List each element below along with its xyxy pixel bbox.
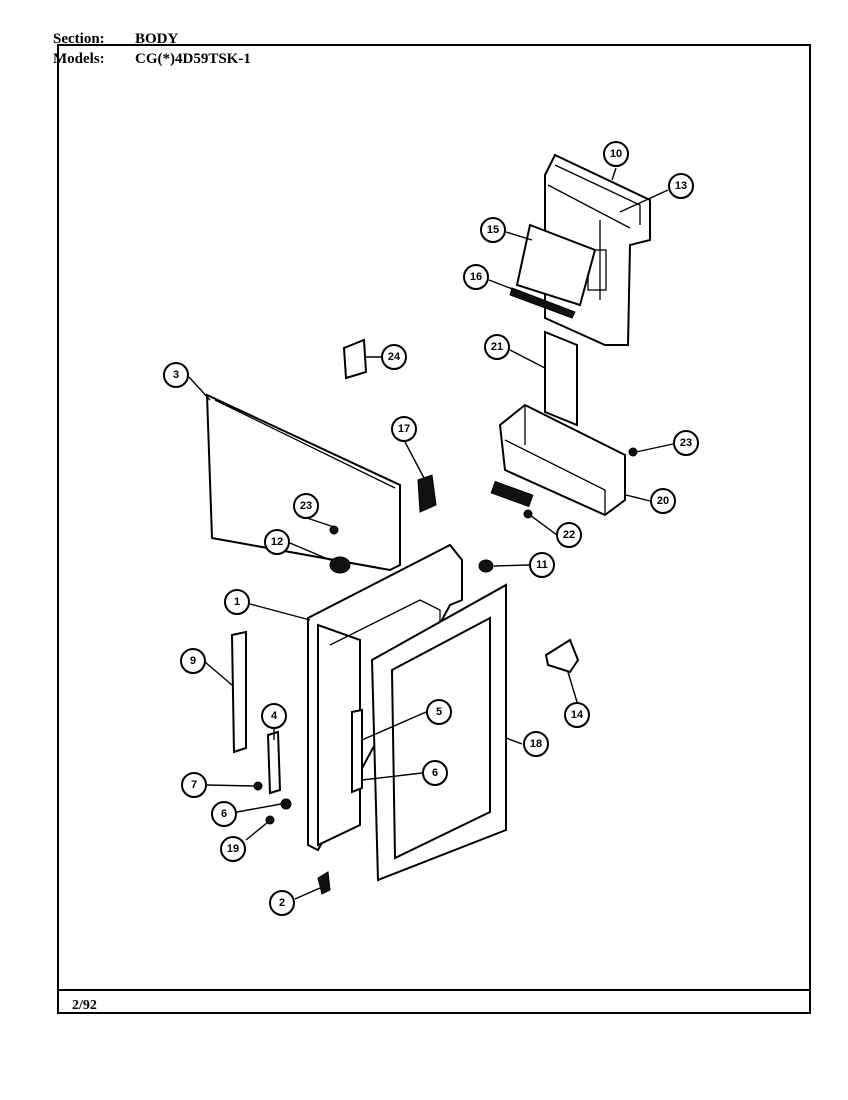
svg-text:21: 21	[491, 341, 503, 353]
callout-14: 14	[564, 702, 590, 728]
hinge-left	[266, 730, 282, 795]
callout-13: 13	[668, 173, 694, 199]
valve-knob	[329, 556, 351, 574]
screw-2	[317, 871, 331, 895]
screw-7	[253, 781, 263, 791]
screw-23b	[329, 525, 339, 535]
svg-text:11: 11	[536, 559, 548, 571]
oven-door	[370, 583, 507, 882]
hinge-strip	[230, 630, 247, 754]
svg-text:13: 13	[675, 180, 687, 192]
callout-12: 12	[264, 529, 290, 555]
callout-6-right: 6	[422, 760, 448, 786]
svg-text:22: 22	[563, 529, 575, 541]
clip-24	[342, 338, 368, 380]
callout-16: 16	[463, 264, 489, 290]
diagram-frame	[57, 44, 811, 1014]
svg-text:14: 14	[571, 709, 584, 721]
screw-22	[523, 509, 533, 519]
svg-text:2: 2	[279, 897, 285, 909]
svg-text:3: 3	[173, 369, 179, 381]
corner-bracket	[544, 638, 580, 674]
vent-channel	[544, 330, 578, 427]
hinge-right	[351, 708, 363, 794]
svg-text:16: 16	[470, 271, 482, 283]
callout-24: 24	[381, 344, 407, 370]
callout-10: 10	[603, 141, 629, 167]
callout-1: 1	[224, 589, 250, 615]
callout-5: 5	[426, 699, 452, 725]
section-value: BODY	[135, 31, 179, 47]
small-knob	[478, 559, 494, 573]
svg-text:23: 23	[300, 500, 312, 512]
svg-text:10: 10	[610, 148, 622, 160]
callout-15: 15	[480, 217, 506, 243]
callout-3: 3	[163, 362, 189, 388]
svg-text:17: 17	[398, 423, 410, 435]
switch-block	[490, 480, 534, 508]
footer-date: 2/92	[72, 998, 97, 1013]
svg-text:12: 12	[271, 536, 283, 548]
models-value: CG(*)4D59TSK-1	[135, 51, 251, 67]
callout-2: 2	[269, 890, 295, 916]
svg-text:20: 20	[657, 495, 669, 507]
callout-22: 22	[556, 522, 582, 548]
svg-text:4: 4	[271, 710, 278, 722]
panel-bracket	[509, 287, 576, 319]
svg-text:7: 7	[191, 779, 197, 791]
igniter	[417, 474, 437, 513]
svg-text:23: 23	[680, 437, 692, 449]
svg-text:1: 1	[234, 596, 240, 608]
panel-glass	[515, 223, 597, 307]
svg-text:24: 24	[388, 351, 401, 363]
callout-7: 7	[181, 772, 207, 798]
svg-text:19: 19	[227, 843, 239, 855]
footer-divider	[57, 989, 811, 991]
side-panel	[205, 393, 401, 572]
models-label: Models:	[53, 51, 105, 67]
svg-text:5: 5	[436, 706, 442, 718]
svg-text:6: 6	[432, 767, 438, 779]
callout-9: 9	[180, 648, 206, 674]
callout-6-left: 6	[211, 801, 237, 827]
svg-text:9: 9	[190, 655, 196, 667]
svg-text:15: 15	[487, 224, 499, 236]
screw-23a	[628, 447, 638, 457]
callout-17: 17	[391, 416, 417, 442]
callout-18: 18	[523, 731, 549, 757]
leader-lines	[188, 167, 674, 900]
svg-text:6: 6	[221, 808, 227, 820]
callout-4: 4	[261, 703, 287, 729]
callout-19: 19	[220, 836, 246, 862]
callout-20: 20	[650, 488, 676, 514]
callout-23-top: 23	[673, 430, 699, 456]
svg-text:18: 18	[530, 738, 542, 750]
callout-23-left: 23	[293, 493, 319, 519]
callout-11: 11	[529, 552, 555, 578]
section-label: Section:	[53, 31, 105, 47]
callout-21: 21	[484, 334, 510, 360]
screw-6	[280, 798, 292, 810]
